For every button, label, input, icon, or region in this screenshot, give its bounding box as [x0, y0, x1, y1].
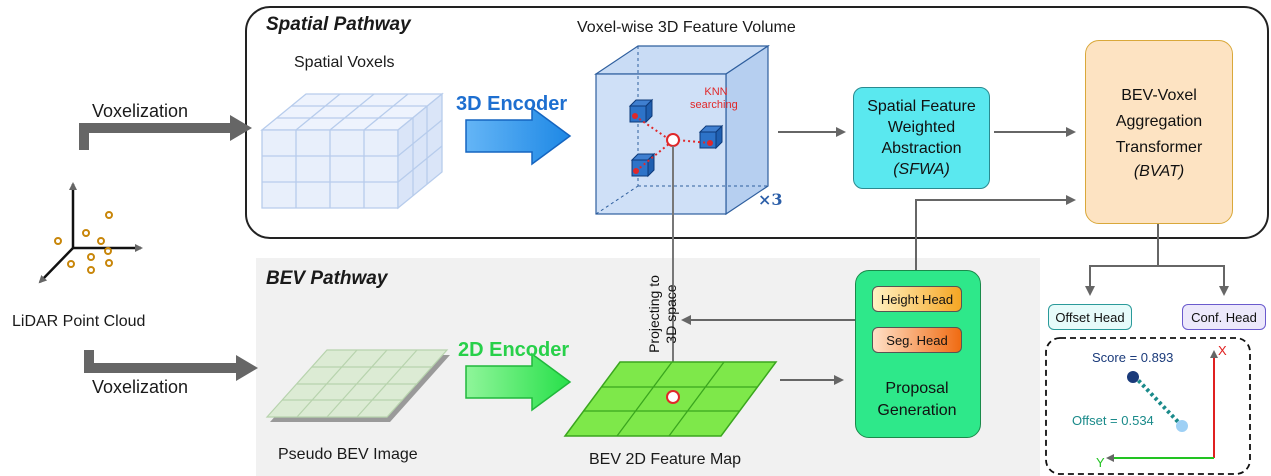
- sfwa-box: Spatial Feature Weighted Abstraction (SF…: [853, 87, 990, 189]
- offset-head: Offset Head: [1048, 304, 1132, 330]
- knn-voxels: [628, 98, 724, 178]
- voxelization-top-label: Voxelization: [92, 101, 189, 121]
- spatial-voxels-label: Spatial Voxels: [294, 54, 395, 71]
- knn-label-line2: searching: [690, 99, 738, 111]
- encoder-3d-label: 3D Encoder: [456, 93, 568, 115]
- spatial-pathway-title: Spatial Pathway: [266, 14, 411, 35]
- voxel-small-2: [698, 124, 724, 150]
- lidar-point-cloud-icon: [38, 182, 143, 284]
- projecting-label-line1: Projecting to: [646, 275, 662, 353]
- sfwa-line1: Spatial Feature: [867, 98, 976, 115]
- height-head: Height Head: [872, 286, 962, 312]
- encoder-2d-label: 2D Encoder: [458, 339, 570, 361]
- bvat-line2: Aggregation: [1115, 112, 1203, 130]
- sfwa-abbr: (SFWA): [893, 161, 950, 178]
- encoder-3d-arrow: [465, 106, 572, 166]
- output-coordinate-axes: [1106, 350, 1218, 462]
- feature-volume-label: Voxel-wise 3D Feature Volume: [577, 19, 796, 36]
- bev-feature-map: [563, 361, 778, 437]
- sfwa-line2: Weighted: [887, 119, 956, 136]
- voxelization-bottom-label: Voxelization: [92, 377, 189, 397]
- feature-map-label: BEV 2D Feature Map: [589, 451, 742, 468]
- proposal-generation-label: Proposal Generation: [855, 378, 979, 422]
- sfwa-line3: Abstraction: [881, 140, 962, 157]
- pseudo-bev-label: Pseudo BEV Image: [278, 446, 418, 463]
- score-label: Score = 0.893: [1092, 350, 1174, 365]
- projecting-label-line2: 3D space: [663, 284, 679, 344]
- repeat-label: ×3: [758, 190, 783, 209]
- bvat-abbr: (BVAT): [1133, 162, 1185, 180]
- bvat-line3: Transformer: [1115, 138, 1203, 156]
- voxelization-bottom-arrow: [84, 350, 258, 381]
- output-coordinate-box: [1045, 337, 1251, 475]
- proposal-line1: Proposal: [885, 380, 949, 397]
- axis-y-label: Y: [1096, 455, 1105, 470]
- knn-label-line1: KNN: [704, 86, 728, 98]
- feature-volume-cube: [594, 44, 770, 216]
- voxel-small-3: [630, 152, 656, 178]
- offset-value-label: Offset = 0.534: [1072, 413, 1154, 428]
- pseudo-bev-image: [265, 349, 450, 422]
- seg-head: Seg. Head: [872, 327, 962, 353]
- encoder-2d-arrow: [465, 352, 572, 412]
- bev-pathway-title: BEV Pathway: [266, 268, 388, 289]
- projecting-label: Projecting to 3D space: [646, 272, 690, 356]
- spatial-voxels-illustration: [260, 92, 444, 210]
- conf-head: Conf. Head: [1182, 304, 1266, 330]
- proposal-line2: Generation: [877, 402, 957, 419]
- voxelization-top-arrow: [79, 115, 252, 150]
- bvat-box: BEV-Voxel Aggregation Transformer (BVAT): [1085, 40, 1233, 224]
- proposal-to-bvat-connector: [915, 195, 1076, 270]
- bvat-line1: BEV-Voxel: [1121, 86, 1197, 104]
- point-cloud-label: LiDAR Point Cloud: [12, 313, 146, 330]
- bvat-to-heads-connector: [1085, 224, 1229, 296]
- axis-x-label: X: [1218, 343, 1227, 358]
- voxel-small-1: [628, 98, 654, 124]
